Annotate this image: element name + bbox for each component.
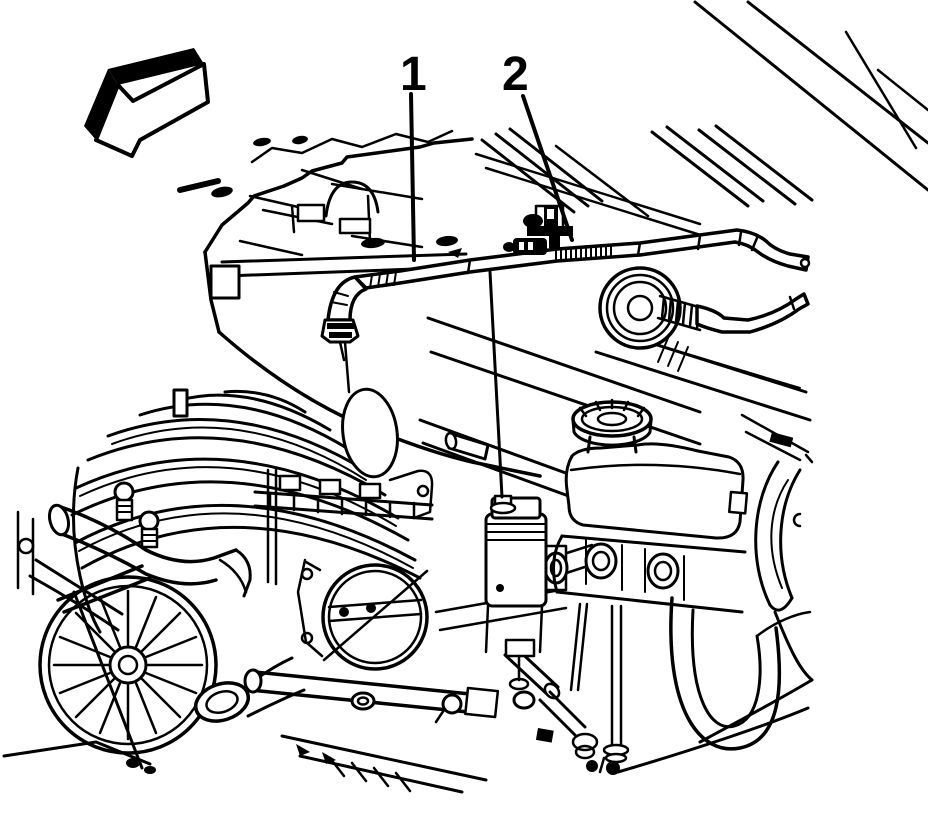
wheelhouse-and-hoses [616, 460, 814, 774]
evap-pipe-assembly [320, 204, 811, 362]
engine-center [243, 340, 599, 794]
vacuum-hose [695, 292, 810, 334]
check-valve-grommet [598, 266, 682, 350]
callout-1-leader [409, 92, 416, 262]
master-cylinder [551, 534, 747, 775]
callouts: 1 2 [400, 48, 574, 262]
engine-component-oval [341, 387, 399, 479]
engine-brace [253, 670, 472, 696]
oil-pan-edge [280, 734, 488, 782]
brake-fluid-reservoir [551, 398, 749, 775]
fan-clutch [2, 564, 218, 774]
pipe-elbow [326, 275, 368, 322]
front-direction-arrow-icon [84, 48, 210, 158]
purge-hose-line [488, 270, 504, 499]
callout-2-label: 2 [502, 48, 529, 101]
purge-solenoid-valve [484, 494, 602, 691]
windshield-hatching [474, 0, 928, 240]
callout-2-leader [521, 94, 574, 242]
retainer-clip [523, 205, 573, 248]
intake-manifold [16, 388, 422, 634]
callout-1-label: 1 [400, 48, 427, 101]
